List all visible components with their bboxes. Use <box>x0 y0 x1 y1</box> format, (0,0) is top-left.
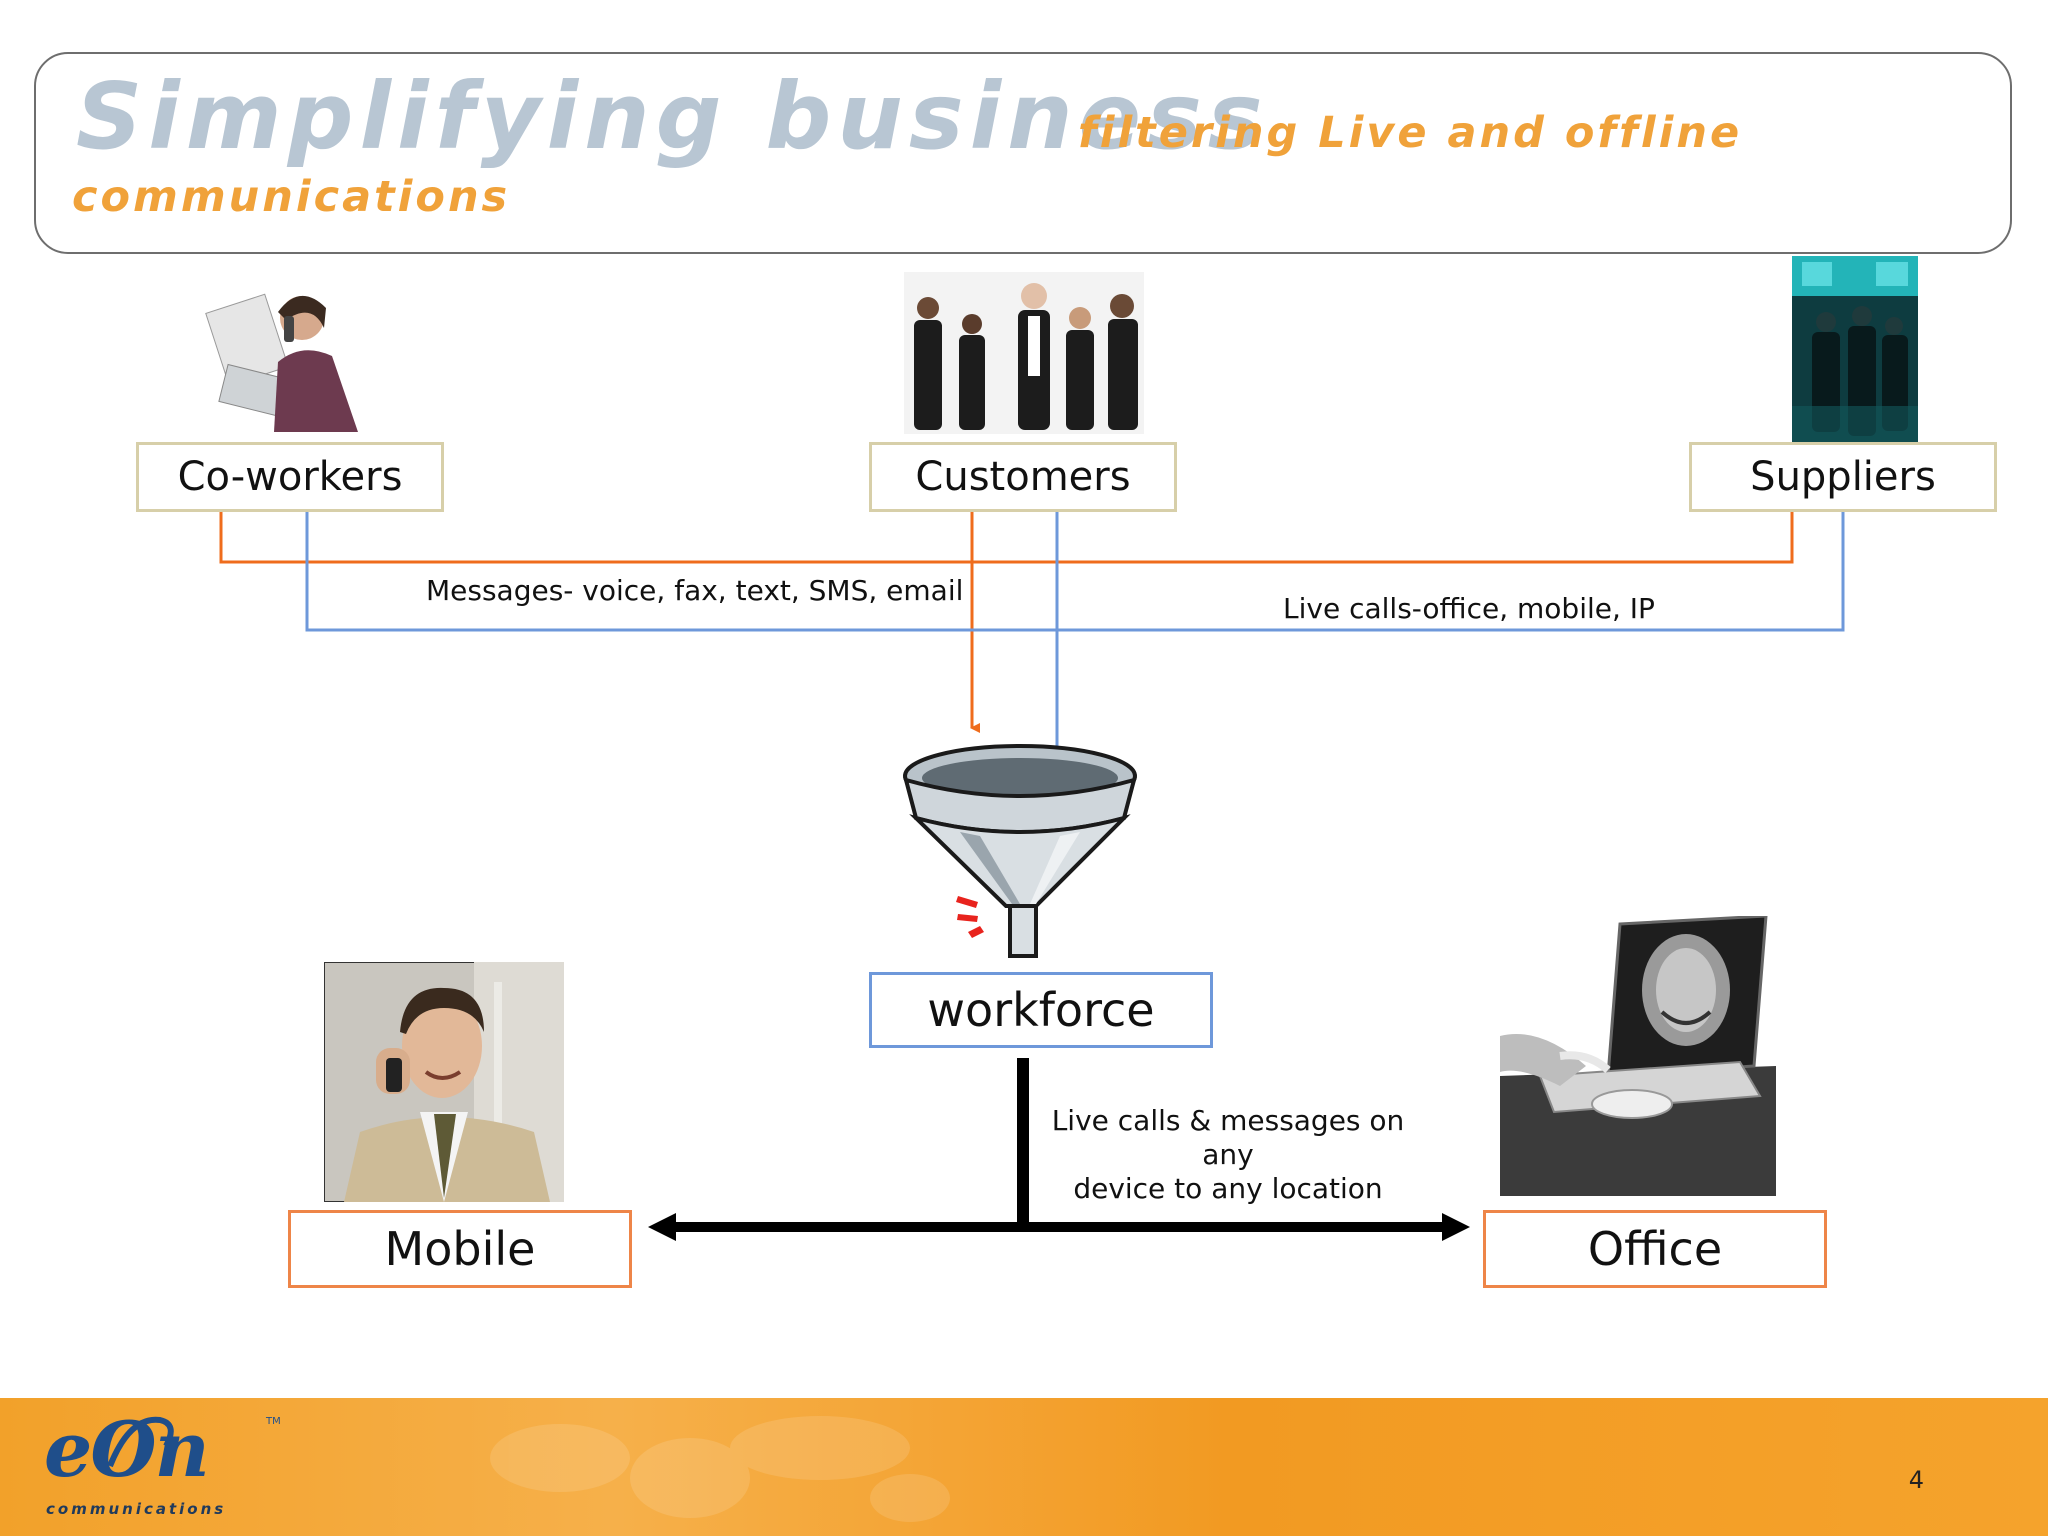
coworkers-label: Co-workers <box>177 454 403 500</box>
slide-subtitle-line2: communications <box>72 172 511 222</box>
mobile-label: Mobile <box>384 1222 536 1276</box>
delivery-connector <box>648 1058 1470 1241</box>
eon-logo-icon <box>107 1416 174 1468</box>
coworker-photo <box>202 272 364 434</box>
office-laptop-photo <box>1500 916 1776 1196</box>
live-calls-connector <box>305 512 1845 767</box>
customers-photo <box>904 272 1144 434</box>
suppliers-label: Suppliers <box>1750 454 1936 500</box>
flow-diagram <box>219 512 1845 1241</box>
eon-logo-subtext: communications <box>46 1500 227 1518</box>
messages-caption: Messages- voice, fax, text, SMS, email <box>426 574 964 607</box>
world-map-watermark <box>490 1416 950 1522</box>
slide-title: Simplifying business <box>76 63 1269 170</box>
messages-connector <box>219 512 1794 733</box>
delivery-caption: Live calls & messages on any device to a… <box>1036 1104 1420 1206</box>
customers-box: Customers <box>869 442 1177 512</box>
customers-label: Customers <box>915 454 1131 500</box>
workforce-label: workforce <box>927 983 1155 1037</box>
page-number: 4 <box>1908 1466 1924 1494</box>
eon-logo-text: eOn <box>44 1405 210 1494</box>
mobile-user-photo <box>324 962 564 1202</box>
title-box <box>34 52 2012 254</box>
live-calls-caption: Live calls-office, mobile, IP <box>1283 592 1655 625</box>
delivery-caption-line2: device to any location <box>1073 1172 1383 1205</box>
drip-marks <box>956 896 984 938</box>
office-label: Office <box>1587 1222 1723 1276</box>
eon-logo-tm: TM <box>266 1416 281 1427</box>
suppliers-box: Suppliers <box>1689 442 1997 512</box>
arrow-right-icon <box>1442 1213 1470 1241</box>
office-box: Office <box>1483 1210 1827 1288</box>
coworkers-box: Co-workers <box>136 442 444 512</box>
suppliers-photo <box>1792 256 1918 444</box>
eon-logo: eOn TM communications <box>40 1406 300 1530</box>
mobile-box: Mobile <box>288 1210 632 1288</box>
delivery-caption-line1: Live calls & messages on any <box>1051 1104 1405 1171</box>
arrow-left-icon <box>648 1213 676 1241</box>
funnel-icon <box>903 744 1137 958</box>
workforce-box: workforce <box>869 972 1213 1048</box>
slide-subtitle-line1: filtering Live and offline <box>1078 108 1743 158</box>
footer-bar: eOn TM communications 4 <box>0 1398 2048 1536</box>
